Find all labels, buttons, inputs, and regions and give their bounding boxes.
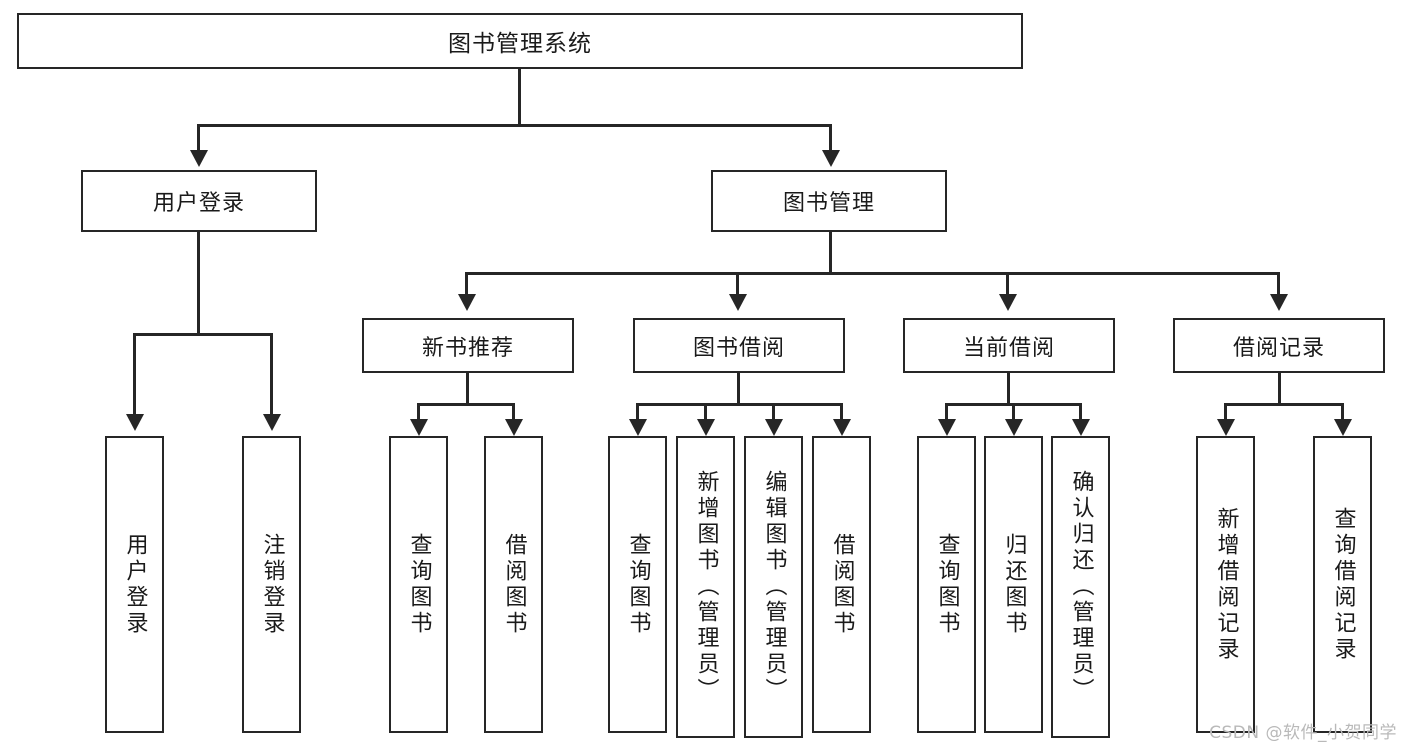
connector-nbr-drop-1 [417,403,420,419]
arrowhead-to-user-login [190,150,208,167]
node-new-book-recommend[interactable]: 新书推荐 [362,318,574,373]
arrowhead-to-new-book-recommend [458,294,476,311]
connector-user-login-stem [197,232,200,335]
leaf-cb-confirm-return-admin[interactable]: 确认归还（管理员） [1051,436,1110,738]
connector-user-login-drop-2 [270,333,273,414]
connector-user-login-drop-1 [133,333,136,414]
arrowhead-br-leaf-2 [1334,419,1352,436]
node-root-book-management-system[interactable]: 图书管理系统 [17,13,1023,69]
connector-cb-stem [1007,373,1010,405]
leaf-nbr-query-book[interactable]: 查询图书 [389,436,448,733]
arrowhead-to-current-borrow [999,294,1017,311]
connector-nbr-stem [466,373,469,405]
leaf-cb-return-book[interactable]: 归还图书 [984,436,1043,733]
arrowhead-bb-leaf-2 [697,419,715,436]
arrowhead-nbr-leaf-2 [505,419,523,436]
arrowhead-cb-leaf-1 [938,419,956,436]
arrowhead-user-login-leaf-2 [263,414,281,431]
connector-bb-bus [636,403,841,406]
connector-bb-drop-4 [840,403,843,419]
connector-bm-drop-3 [1006,272,1009,294]
connector-book-management-stem [829,232,832,274]
connector-br-bus [1224,403,1344,406]
leaf-bb-edit-book-admin[interactable]: 编辑图书（管理员） [744,436,803,738]
connector-cb-drop-3 [1079,403,1082,419]
connector-user-login-bus [133,333,272,336]
connector-cb-drop-1 [945,403,948,419]
arrowhead-bb-leaf-1 [629,419,647,436]
leaf-br-query-borrow-record[interactable]: 查询借阅记录 [1313,436,1372,733]
connector-root-bus [197,124,832,127]
arrowhead-bb-leaf-4 [833,419,851,436]
leaf-logout-login[interactable]: 注销登录 [242,436,301,733]
connector-bb-drop-1 [636,403,639,419]
node-book-borrow[interactable]: 图书借阅 [633,318,845,373]
connector-br-drop-1 [1224,403,1227,419]
arrowhead-nbr-leaf-1 [410,419,428,436]
connector-root-drop-left [197,124,200,150]
connector-root-drop-right [829,124,832,150]
node-current-borrow[interactable]: 当前借阅 [903,318,1115,373]
arrowhead-to-book-borrow [729,294,747,311]
leaf-bb-query-book[interactable]: 查询图书 [608,436,667,733]
arrowhead-br-leaf-1 [1217,419,1235,436]
connector-bb-drop-2 [704,403,707,419]
connector-nbr-drop-2 [512,403,515,419]
connector-br-stem [1278,373,1281,405]
leaf-br-add-borrow-record[interactable]: 新增借阅记录 [1196,436,1255,733]
leaf-bb-borrow-book[interactable]: 借阅图书 [812,436,871,733]
leaf-user-login[interactable]: 用户登录 [105,436,164,733]
connector-bb-drop-3 [772,403,775,419]
arrowhead-bb-leaf-3 [765,419,783,436]
connector-bm-drop-4 [1277,272,1280,294]
csdn-watermark: CSDN @软件_小贺同学 [1209,723,1397,743]
arrowhead-to-borrow-record [1270,294,1288,311]
connector-cb-drop-2 [1012,403,1015,419]
arrowhead-cb-leaf-2 [1005,419,1023,436]
leaf-cb-query-book[interactable]: 查询图书 [917,436,976,733]
connector-nbr-bus [417,403,515,406]
arrowhead-cb-leaf-3 [1072,419,1090,436]
arrowhead-user-login-leaf-1 [126,414,144,431]
leaf-nbr-borrow-book[interactable]: 借阅图书 [484,436,543,733]
connector-book-management-bus [465,272,1278,275]
node-borrow-record[interactable]: 借阅记录 [1173,318,1385,373]
arrowhead-to-book-management [822,150,840,167]
node-book-management[interactable]: 图书管理 [711,170,947,232]
node-user-login[interactable]: 用户登录 [81,170,317,232]
connector-root-stem [518,69,521,124]
connector-bm-drop-2 [736,272,739,294]
connector-br-drop-2 [1341,403,1344,419]
connector-bb-stem [737,373,740,405]
connector-bm-drop-1 [465,272,468,294]
leaf-bb-add-book-admin[interactable]: 新增图书（管理员） [676,436,735,738]
